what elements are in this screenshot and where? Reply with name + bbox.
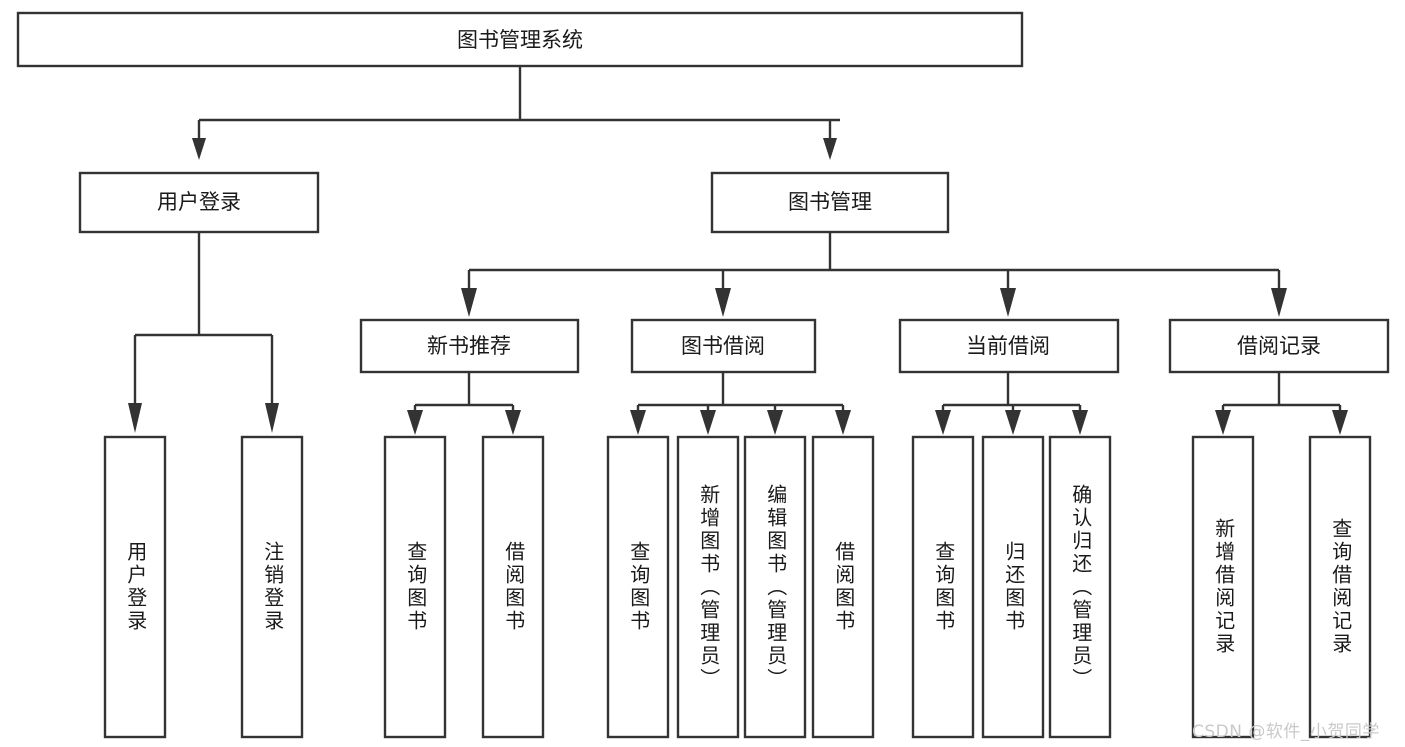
arrow-head-leaf-add-book — [700, 410, 716, 435]
node-borrow-record-box[interactable] — [1168, 318, 1390, 374]
node-current-borrow-label: 当前借阅 — [966, 334, 1050, 358]
node-user-login-box[interactable] — [78, 171, 320, 234]
arrow-head-book-borrow — [715, 288, 731, 317]
node-root-box[interactable] — [16, 11, 1024, 68]
node-leaf-add-book-box[interactable] — [676, 435, 740, 739]
arrow-head-book-management — [823, 138, 837, 160]
arrow-head-leaf-query-book-3 — [935, 410, 951, 435]
node-borrow-record[interactable]: 借阅记录 — [1168, 318, 1390, 374]
node-leaf-borrow-book-2-box[interactable] — [811, 435, 875, 739]
node-current-borrow[interactable]: 当前借阅 — [898, 318, 1120, 374]
node-leaf-query-record-box[interactable] — [1308, 435, 1372, 739]
arrow-head-leaf-query-book-2 — [630, 410, 646, 435]
arrow-head-leaf-borrow-book-1 — [505, 410, 521, 435]
node-leaf-add-record-box[interactable] — [1191, 435, 1255, 739]
node-book-management-box[interactable] — [710, 171, 950, 234]
arrow-head-current-borrow — [1000, 288, 1016, 317]
arrow-head-leaf-query-record — [1332, 410, 1348, 435]
node-leaf-return-book-box[interactable] — [981, 435, 1045, 739]
arrow-head-new-book-recommend — [461, 288, 477, 317]
node-book-management-label: 图书管理 — [788, 190, 872, 214]
csdn-watermark: CSDN @软件_小贺同学 — [1192, 722, 1380, 742]
connector-layer — [128, 66, 1348, 435]
node-leaf-edit-book-box[interactable] — [743, 435, 807, 739]
node-leaf-user-login-box[interactable] — [103, 435, 167, 739]
node-new-book-recommend-label: 新书推荐 — [427, 334, 511, 358]
node-book-borrow[interactable]: 图书借阅 — [630, 318, 817, 374]
node-leaf-query-book-3-box[interactable] — [911, 435, 975, 739]
arrow-head-borrow-record — [1271, 288, 1287, 317]
node-book-borrow-label: 图书借阅 — [681, 334, 765, 358]
leaf-box-layer — [103, 435, 1372, 739]
node-book-borrow-box[interactable] — [630, 318, 817, 374]
node-borrow-record-label: 借阅记录 — [1237, 334, 1321, 358]
arrow-head-leaf-return-book — [1005, 410, 1021, 435]
node-new-book-recommend-box[interactable] — [359, 318, 580, 374]
arrow-head-leaf-query-book-1 — [407, 410, 423, 435]
node-book-management[interactable]: 图书管理 — [710, 171, 950, 234]
arrow-head-leaf-user-login — [128, 403, 142, 433]
arrow-head-user-login — [192, 138, 206, 160]
node-root[interactable]: 图书管理系统 — [16, 11, 1024, 68]
node-current-borrow-box[interactable] — [898, 318, 1120, 374]
node-leaf-borrow-book-1-box[interactable] — [481, 435, 545, 739]
node-root-label: 图书管理系统 — [457, 28, 583, 52]
arrow-head-leaf-add-record — [1215, 410, 1231, 435]
node-leaf-query-book-1-box[interactable] — [383, 435, 447, 739]
arrow-head-leaf-borrow-book-2 — [835, 410, 851, 435]
node-user-login[interactable]: 用户登录 — [78, 171, 320, 234]
node-user-login-label: 用户登录 — [157, 190, 241, 214]
arrow-head-leaf-confirm-return — [1072, 410, 1088, 435]
node-leaf-confirm-return-box[interactable] — [1048, 435, 1112, 739]
arrow-head-leaf-user-logout — [265, 403, 279, 433]
node-new-book-recommend[interactable]: 新书推荐 — [359, 318, 580, 374]
node-leaf-user-logout-box[interactable] — [240, 435, 304, 739]
node-leaf-query-book-2-box[interactable] — [606, 435, 670, 739]
arrow-head-leaf-edit-book — [767, 410, 783, 435]
